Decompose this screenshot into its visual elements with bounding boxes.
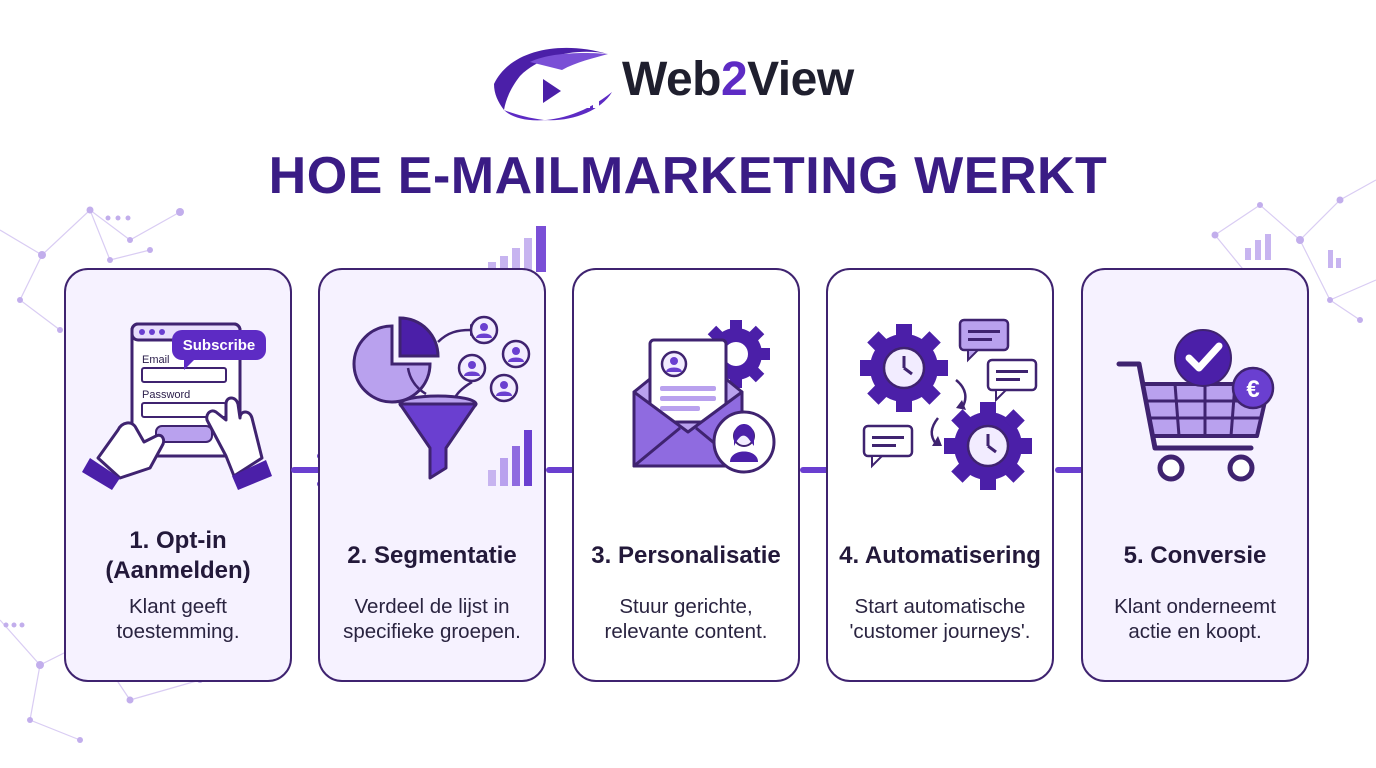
password-label: Password: [142, 389, 190, 401]
subscribe-chip-label: Subscribe: [183, 337, 256, 354]
step-title: 1. Opt-in(Aanmelden): [105, 527, 251, 584]
step-title: 2. Segmentatie: [347, 542, 517, 569]
brand-logo: Web2View: [490, 40, 890, 124]
personal-email-icon: [632, 320, 776, 474]
step-card-optin: Email Password Subscribe 1. Opt-in(Aanme…: [64, 268, 292, 682]
page-title: HOE E-MAILMARKETING WERKT: [268, 147, 1108, 205]
signup-form-icon: Email Password Subscribe: [82, 322, 272, 490]
automation-gears-icon: [860, 318, 1038, 490]
currency-symbol: €: [1246, 376, 1259, 403]
step-title: 5. Conversie: [1123, 542, 1267, 569]
eye-play-logo-icon: [494, 47, 612, 121]
segment-funnel-icon: [352, 315, 532, 486]
email-label: Email: [142, 354, 170, 366]
brand-name: Web2View: [622, 53, 854, 106]
step-description: Start automatische'customer journeys'.: [849, 595, 1031, 643]
step-card-automation: 4. Automatisering Start automatische'cus…: [826, 268, 1054, 682]
step-description: Stuur gerichte,relevante content.: [604, 595, 768, 643]
step-card-personalization: 3. Personalisatie Stuur gerichte,relevan…: [572, 268, 800, 682]
step-title: 4. Automatisering: [839, 542, 1041, 569]
shopping-cart-icon: €: [1116, 329, 1275, 482]
step-title: 3. Personalisatie: [591, 542, 781, 569]
